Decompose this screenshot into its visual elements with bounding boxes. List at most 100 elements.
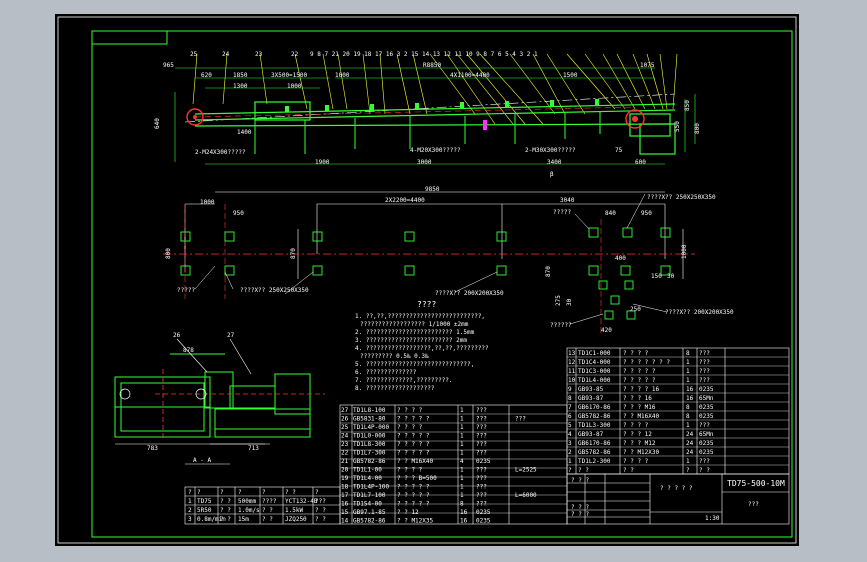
parts-middle-cell: 1	[460, 407, 464, 414]
spec-cell: 2	[188, 507, 192, 514]
spec-cell: ?	[238, 489, 242, 496]
parts-upper-cell: ? ? ? ? ?	[623, 368, 656, 375]
parts-upper-cell: ? ? ? M16	[623, 404, 656, 411]
parts-middle-cell: 14	[341, 518, 349, 525]
parts-upper-cell: ???	[699, 368, 710, 375]
note-1: 1. ??,??,??????????????????????????,	[355, 313, 485, 320]
parts-middle-cell: TD1L4-00	[353, 475, 382, 482]
parts-middle-cell: L=2525	[515, 467, 537, 474]
parts-upper-cell: 13	[568, 350, 576, 357]
parts-middle-cell: 1	[460, 433, 464, 440]
parts-middle-cell: ? ? 12	[397, 509, 419, 516]
magenta-marker	[483, 120, 487, 130]
balloon-25: 25	[190, 51, 198, 58]
parts-middle-cell: TD1L1-00	[353, 467, 382, 474]
parts-middle-cell: 22	[341, 450, 349, 457]
plan-dim-1000: 1000	[200, 199, 215, 206]
parts-middle-cell: 20	[341, 467, 349, 474]
parts-middle-cell: ???	[476, 467, 487, 474]
parts-upper-cell: 6	[568, 413, 572, 420]
parts-upper-cell: 1	[686, 377, 690, 384]
parts-middle-cell: 15	[341, 509, 349, 516]
spec-cell: ? ?	[220, 507, 231, 514]
parts-upper-cell: TD1L4-000	[578, 377, 611, 384]
plan-dim-3040: 3040	[560, 197, 575, 204]
spec-cell: ?	[197, 489, 201, 496]
bolt-label-right: 2-M30X300?????	[525, 147, 576, 154]
balloon-rest: 9 8 7 21 20 19 18 17 16 3 2 15 14 13 12 …	[310, 51, 538, 58]
parts-middle-cell: 0235	[476, 518, 491, 525]
parts-middle-cell: ? ? ? B=500	[397, 475, 437, 482]
inner-frame	[91, 30, 793, 538]
parts-middle-cell: TD1L8-300	[353, 441, 386, 448]
dim-1850: 1850	[233, 72, 248, 79]
dim-1900: 1900	[315, 159, 330, 166]
parts-middle-cell: TD1L7-300	[353, 450, 386, 457]
foundation-boxes	[180, 227, 671, 320]
parts-middle-cell: 23	[341, 441, 349, 448]
parts-upper-cell: 2	[568, 449, 572, 456]
spec-cell: 15m	[238, 516, 249, 523]
parts-middle-cell: TD1S4-00	[353, 501, 382, 508]
note-7: 7. ?????????????,?????????.	[355, 377, 453, 384]
note-4b: ????????? 0.5‰ 0.3‰	[360, 353, 429, 360]
spec-cell: ?	[220, 489, 224, 496]
plan-labels: 9850 1000 950 2X2200=4400 3040 840 950 8…	[165, 186, 734, 334]
parts-middle-cell: 1	[460, 492, 464, 499]
parts-middle-cell: 19	[341, 475, 349, 482]
plan-dim-950a: 950	[233, 210, 244, 217]
parts-upper-cell: TD1L3-300	[578, 422, 611, 429]
parts-middle-cell: ? ? ? ? ?	[397, 416, 430, 423]
dim-3400: 3400	[547, 159, 562, 166]
parts-upper-cell: 0235	[699, 449, 714, 456]
parts-upper-cell: 3	[568, 440, 572, 447]
plan-dim-275: 275	[555, 295, 562, 306]
parts-middle-cell: ? ? ? ?	[397, 424, 423, 431]
parts-middle-cell: 1	[460, 475, 464, 482]
parts-upper-cell: 0235	[699, 413, 714, 420]
parts-upper-cell: 1	[568, 458, 572, 465]
parts-upper-cell: ? ?	[699, 467, 710, 474]
spec-cell: ? ?	[315, 507, 326, 514]
parts-upper-cell: 9	[568, 386, 572, 393]
spec-cell: 500mm	[238, 498, 256, 505]
title-row-a: ? ? ?	[571, 477, 589, 484]
parts-middle-cell: 16	[341, 501, 349, 508]
plan-dim-2x2200: 2X2200=4400	[385, 197, 425, 204]
dim-1300: 1300	[233, 83, 248, 90]
parts-middle-cell: 26	[341, 416, 349, 423]
balloon-23: 23	[255, 51, 263, 58]
parts-middle-cell: TD1L4P-000	[353, 424, 390, 431]
parts-middle-cell: ???	[476, 407, 487, 414]
parts-middle-cell: 24	[341, 433, 349, 440]
parts-upper-cell: 7	[568, 404, 572, 411]
drawing-number: TD75-500-10M	[727, 479, 785, 488]
spec-cell: ? ?	[220, 516, 231, 523]
parts-upper-cell: GB6170-86	[578, 404, 611, 411]
dim-r8850: R8850	[423, 62, 441, 69]
parts-middle-cell: TD1L8-100	[353, 407, 386, 414]
parts-middle-cell: ? ? M12X35	[397, 518, 434, 525]
note-3: 3. ???????????????????????? 2mm	[355, 337, 467, 344]
parts-middle-cell: 0235	[476, 458, 491, 465]
dim-1000a: 1000	[335, 72, 350, 79]
balloon-24: 24	[222, 51, 230, 58]
parts-upper-cell: 0235	[699, 440, 714, 447]
parts-upper-cell: TD1C4-000	[578, 359, 611, 366]
parts-middle-cell: ???	[476, 475, 487, 482]
spec-cell: ? ?	[262, 516, 273, 523]
plan-dim-400: 400	[615, 255, 626, 262]
parts-middle-cell: ???	[476, 416, 487, 423]
parts-upper-cell: ???	[699, 350, 710, 357]
balloon-22: 22	[291, 51, 299, 58]
plan-note-pit-d: ????X?? 200X200X350	[665, 309, 734, 316]
parts-upper-cell: ? ? ? M12	[623, 440, 656, 447]
title-row-c: ? ? ?	[571, 511, 589, 518]
parts-upper-cell: ? ?	[623, 467, 634, 474]
technical-notes: ???? 1. ??,??,??????????????????????????…	[355, 300, 489, 392]
parts-upper-cell: TD1C3-000	[578, 368, 611, 375]
parts-upper-cell: 8	[568, 395, 572, 402]
plan-dim-9850: 9850	[425, 186, 440, 193]
